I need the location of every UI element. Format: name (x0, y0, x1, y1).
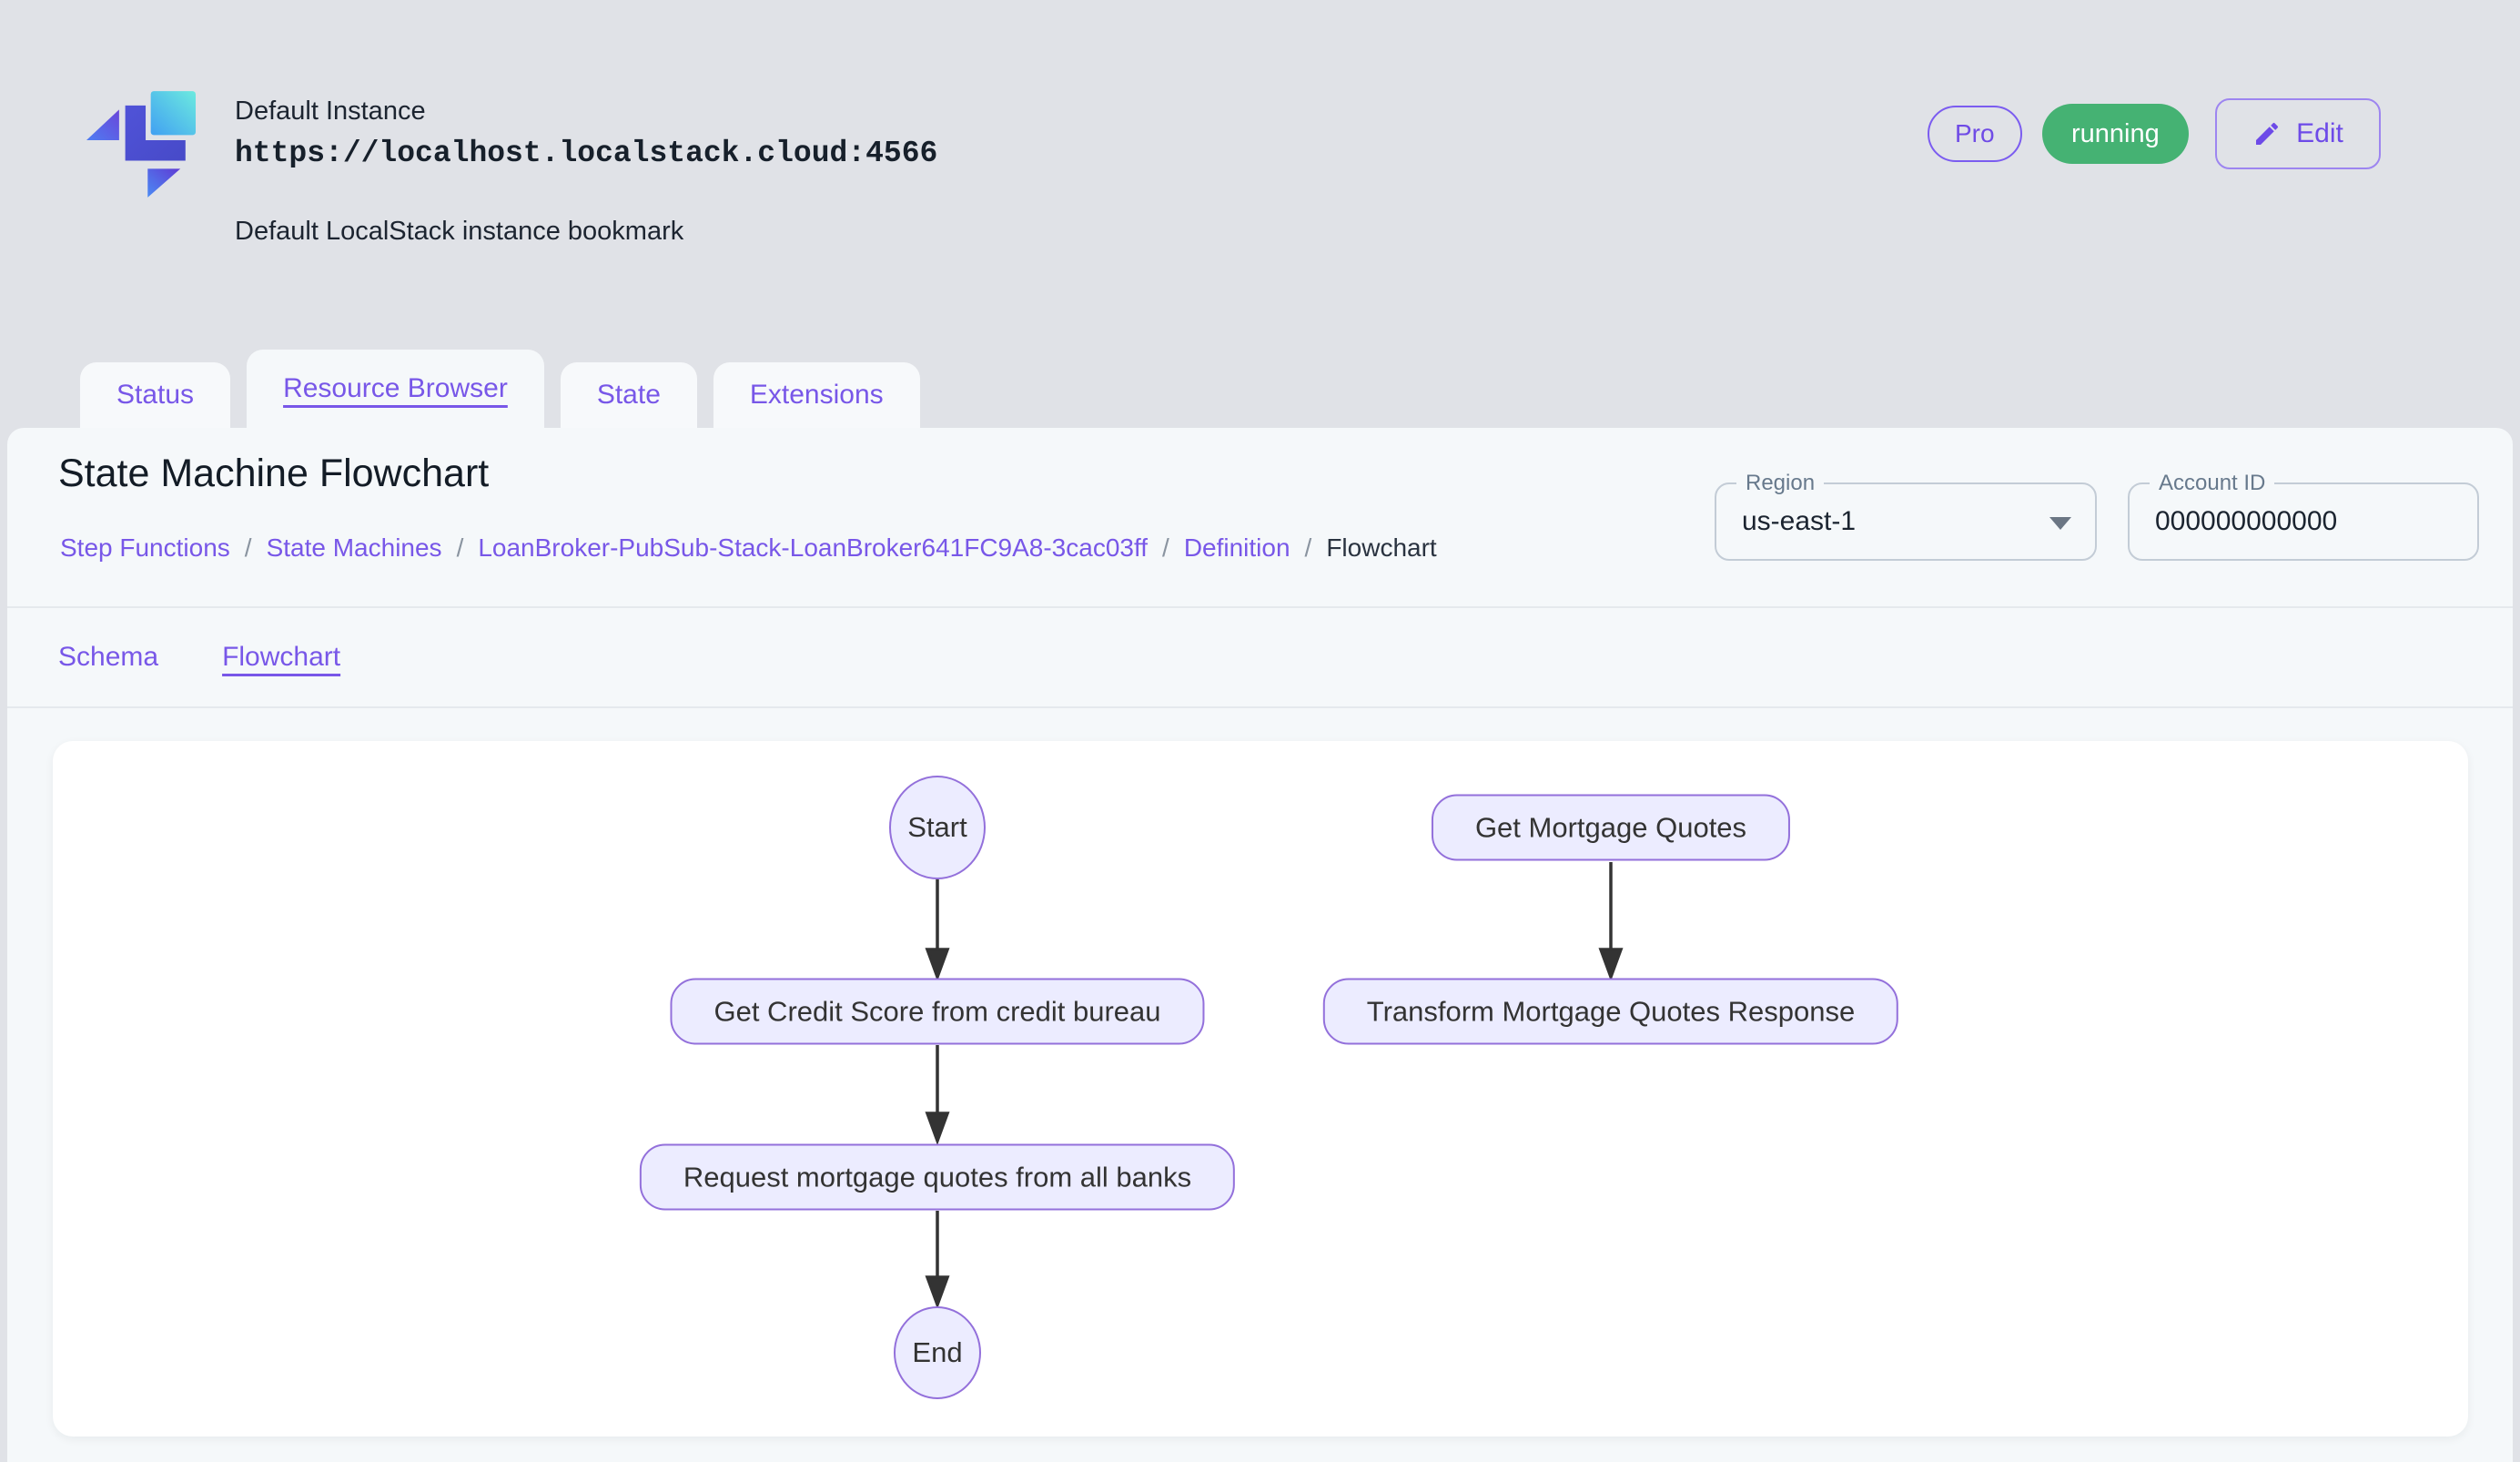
divider (7, 606, 2513, 608)
status-badge: running (2042, 104, 2189, 164)
instance-name: Default Instance (235, 96, 426, 126)
chevron-down-icon (2049, 517, 2071, 530)
breadcrumb-step-functions[interactable]: Step Functions (60, 533, 230, 562)
tab-state[interactable]: State (560, 362, 697, 428)
breadcrumb: Step Functions / State Machines / LoanBr… (60, 533, 1437, 563)
breadcrumb-separator: / (244, 533, 252, 562)
edit-pencil-icon (2256, 122, 2279, 145)
flowchart-card: Start Get Mortgage Quotes Get Credit Sco… (53, 741, 2468, 1437)
content-panel: State Machine Flowchart Step Functions /… (7, 428, 2513, 1462)
instance-url: https://localhost.localstack.cloud:4566 (235, 137, 938, 170)
breadcrumb-separator: / (1162, 533, 1169, 562)
edit-button-label: Edit (2296, 118, 2343, 148)
region-label: Region (1736, 470, 1825, 497)
region-select[interactable]: Region us-east-1 (1715, 470, 2097, 561)
region-value: us-east-1 (1742, 506, 1857, 536)
tab-status[interactable]: Status (80, 362, 231, 428)
breadcrumb-separator: / (456, 533, 464, 562)
edit-button[interactable]: Edit (2215, 98, 2381, 169)
breadcrumb-state-machines[interactable]: State Machines (266, 533, 442, 562)
tab-extensions[interactable]: Extensions (713, 362, 920, 428)
flow-node-end: End (894, 1306, 981, 1399)
account-id-label: Account ID (2150, 470, 2275, 497)
subtab-schema[interactable]: Schema (58, 642, 159, 672)
flow-node-start: Start (889, 776, 986, 879)
account-id-field: Account ID (2128, 470, 2479, 561)
localstack-logo-icon (86, 91, 196, 202)
breadcrumb-state-machine-name[interactable]: LoanBroker-PubSub-Stack-LoanBroker641FC9… (478, 533, 1149, 562)
flow-arrow (925, 862, 1624, 1310)
flow-node-get-credit-score: Get Credit Score from credit bureau (670, 978, 1205, 1045)
breadcrumb-current-flowchart: Flowchart (1326, 533, 1437, 562)
flow-node-request-mortgage-quotes: Request mortgage quotes from all banks (639, 1143, 1236, 1211)
pro-chip: Pro (1928, 106, 2022, 162)
breadcrumb-separator: / (1304, 533, 1312, 562)
instance-description: Default LocalStack instance bookmark (235, 217, 684, 246)
flow-node-transform-mortgage-quotes: Transform Mortgage Quotes Response (1322, 978, 1899, 1045)
breadcrumb-definition[interactable]: Definition (1183, 533, 1290, 562)
main-tabs: Status Resource Browser State Extensions (80, 350, 920, 428)
page-title: State Machine Flowchart (58, 452, 490, 495)
subtab-flowchart[interactable]: Flowchart (222, 642, 341, 672)
flow-node-get-mortgage-quotes: Get Mortgage Quotes (1431, 794, 1791, 861)
definition-subtabs: Schema Flowchart (58, 608, 340, 706)
flow-arrows (925, 862, 1624, 1310)
tab-resource-browser[interactable]: Resource Browser (247, 350, 544, 428)
divider (7, 706, 2513, 708)
